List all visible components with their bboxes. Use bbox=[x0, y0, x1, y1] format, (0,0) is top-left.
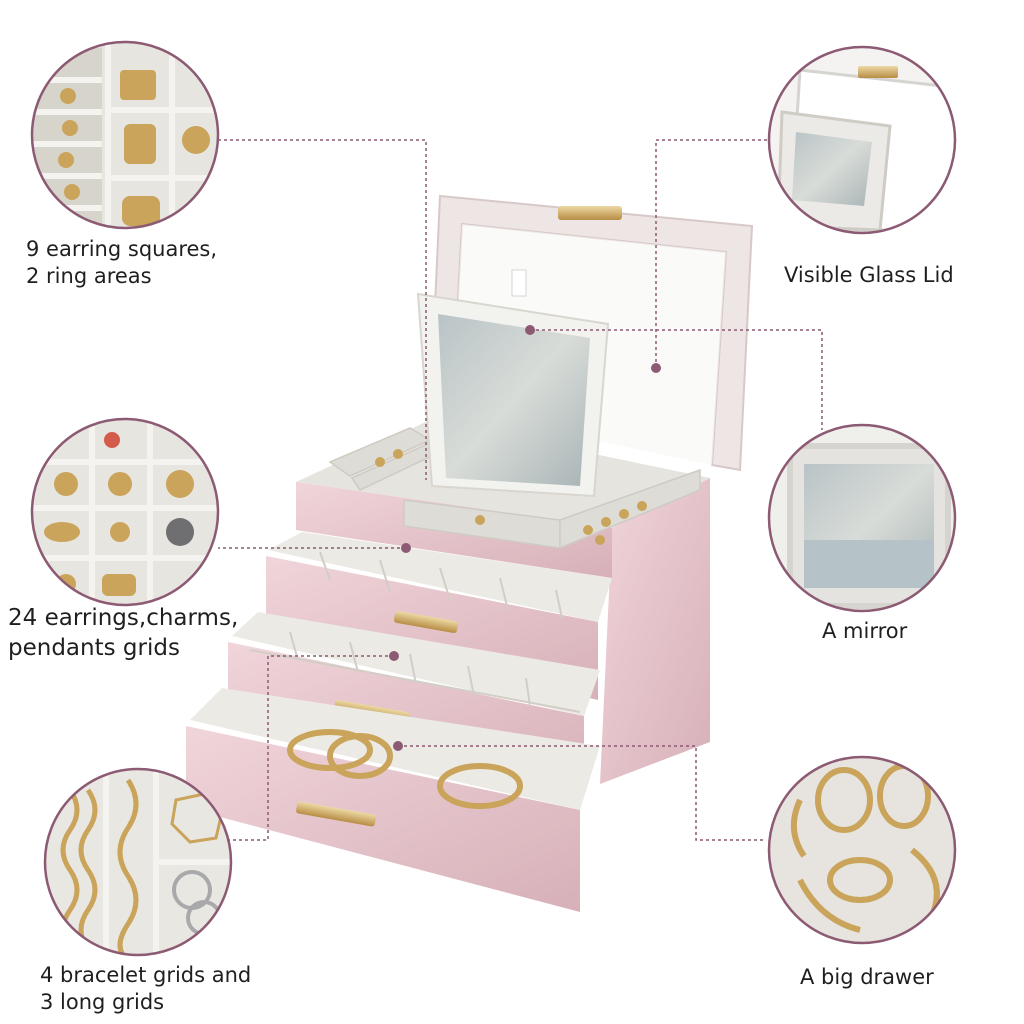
label-earring-squares: 9 earring squares, 2 ring areas bbox=[26, 237, 218, 289]
label-mirror: A mirror bbox=[822, 619, 908, 643]
detail-circle-big-drawer bbox=[767, 755, 957, 945]
detail-circle-earring-squares bbox=[30, 40, 220, 230]
detail-circle-grids bbox=[30, 417, 220, 607]
detail-circle-bracelet-grids bbox=[43, 767, 233, 957]
jewelry-box bbox=[186, 194, 754, 912]
label-grids: 24 earrings,charms, pendants grids bbox=[8, 605, 239, 661]
label-glass-lid: Visible Glass Lid bbox=[784, 263, 954, 287]
detail-circle-glass-lid bbox=[767, 45, 957, 235]
label-bracelet-grids: 4 bracelet grids and 3 long grids bbox=[40, 963, 252, 1015]
detail-circle-mirror bbox=[767, 423, 957, 613]
drawer3-handle bbox=[296, 801, 376, 827]
leader-lines bbox=[218, 139, 823, 841]
drawer1-handle bbox=[393, 611, 459, 633]
lid-clasp bbox=[558, 206, 622, 220]
label-big-drawer: A big drawer bbox=[800, 965, 934, 989]
